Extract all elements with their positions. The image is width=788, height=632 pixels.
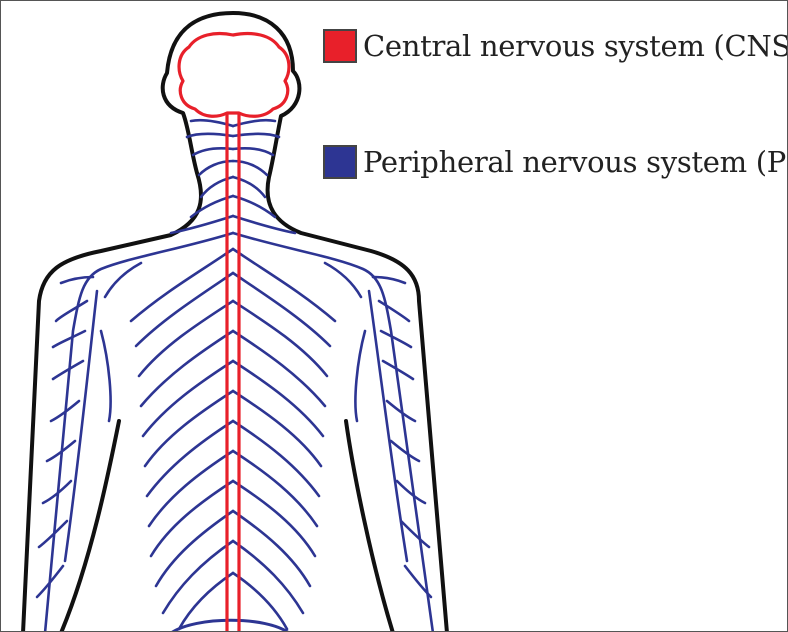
spinal-cord <box>227 113 239 632</box>
hip-outline <box>171 620 289 632</box>
right-armpit-outline <box>346 421 393 632</box>
pns-swatch <box>323 145 357 179</box>
legend-item-pns: Peripheral nervous system (PNS) <box>323 145 788 179</box>
legend-label-cns: Central nervous system (CNS) <box>363 29 788 63</box>
brain <box>179 34 289 117</box>
legend-label-pns: Peripheral nervous system (PNS) <box>363 145 788 179</box>
cns-swatch <box>323 29 357 63</box>
legend-item-cns: Central nervous system (CNS) <box>323 29 788 63</box>
body-outline <box>23 13 447 632</box>
